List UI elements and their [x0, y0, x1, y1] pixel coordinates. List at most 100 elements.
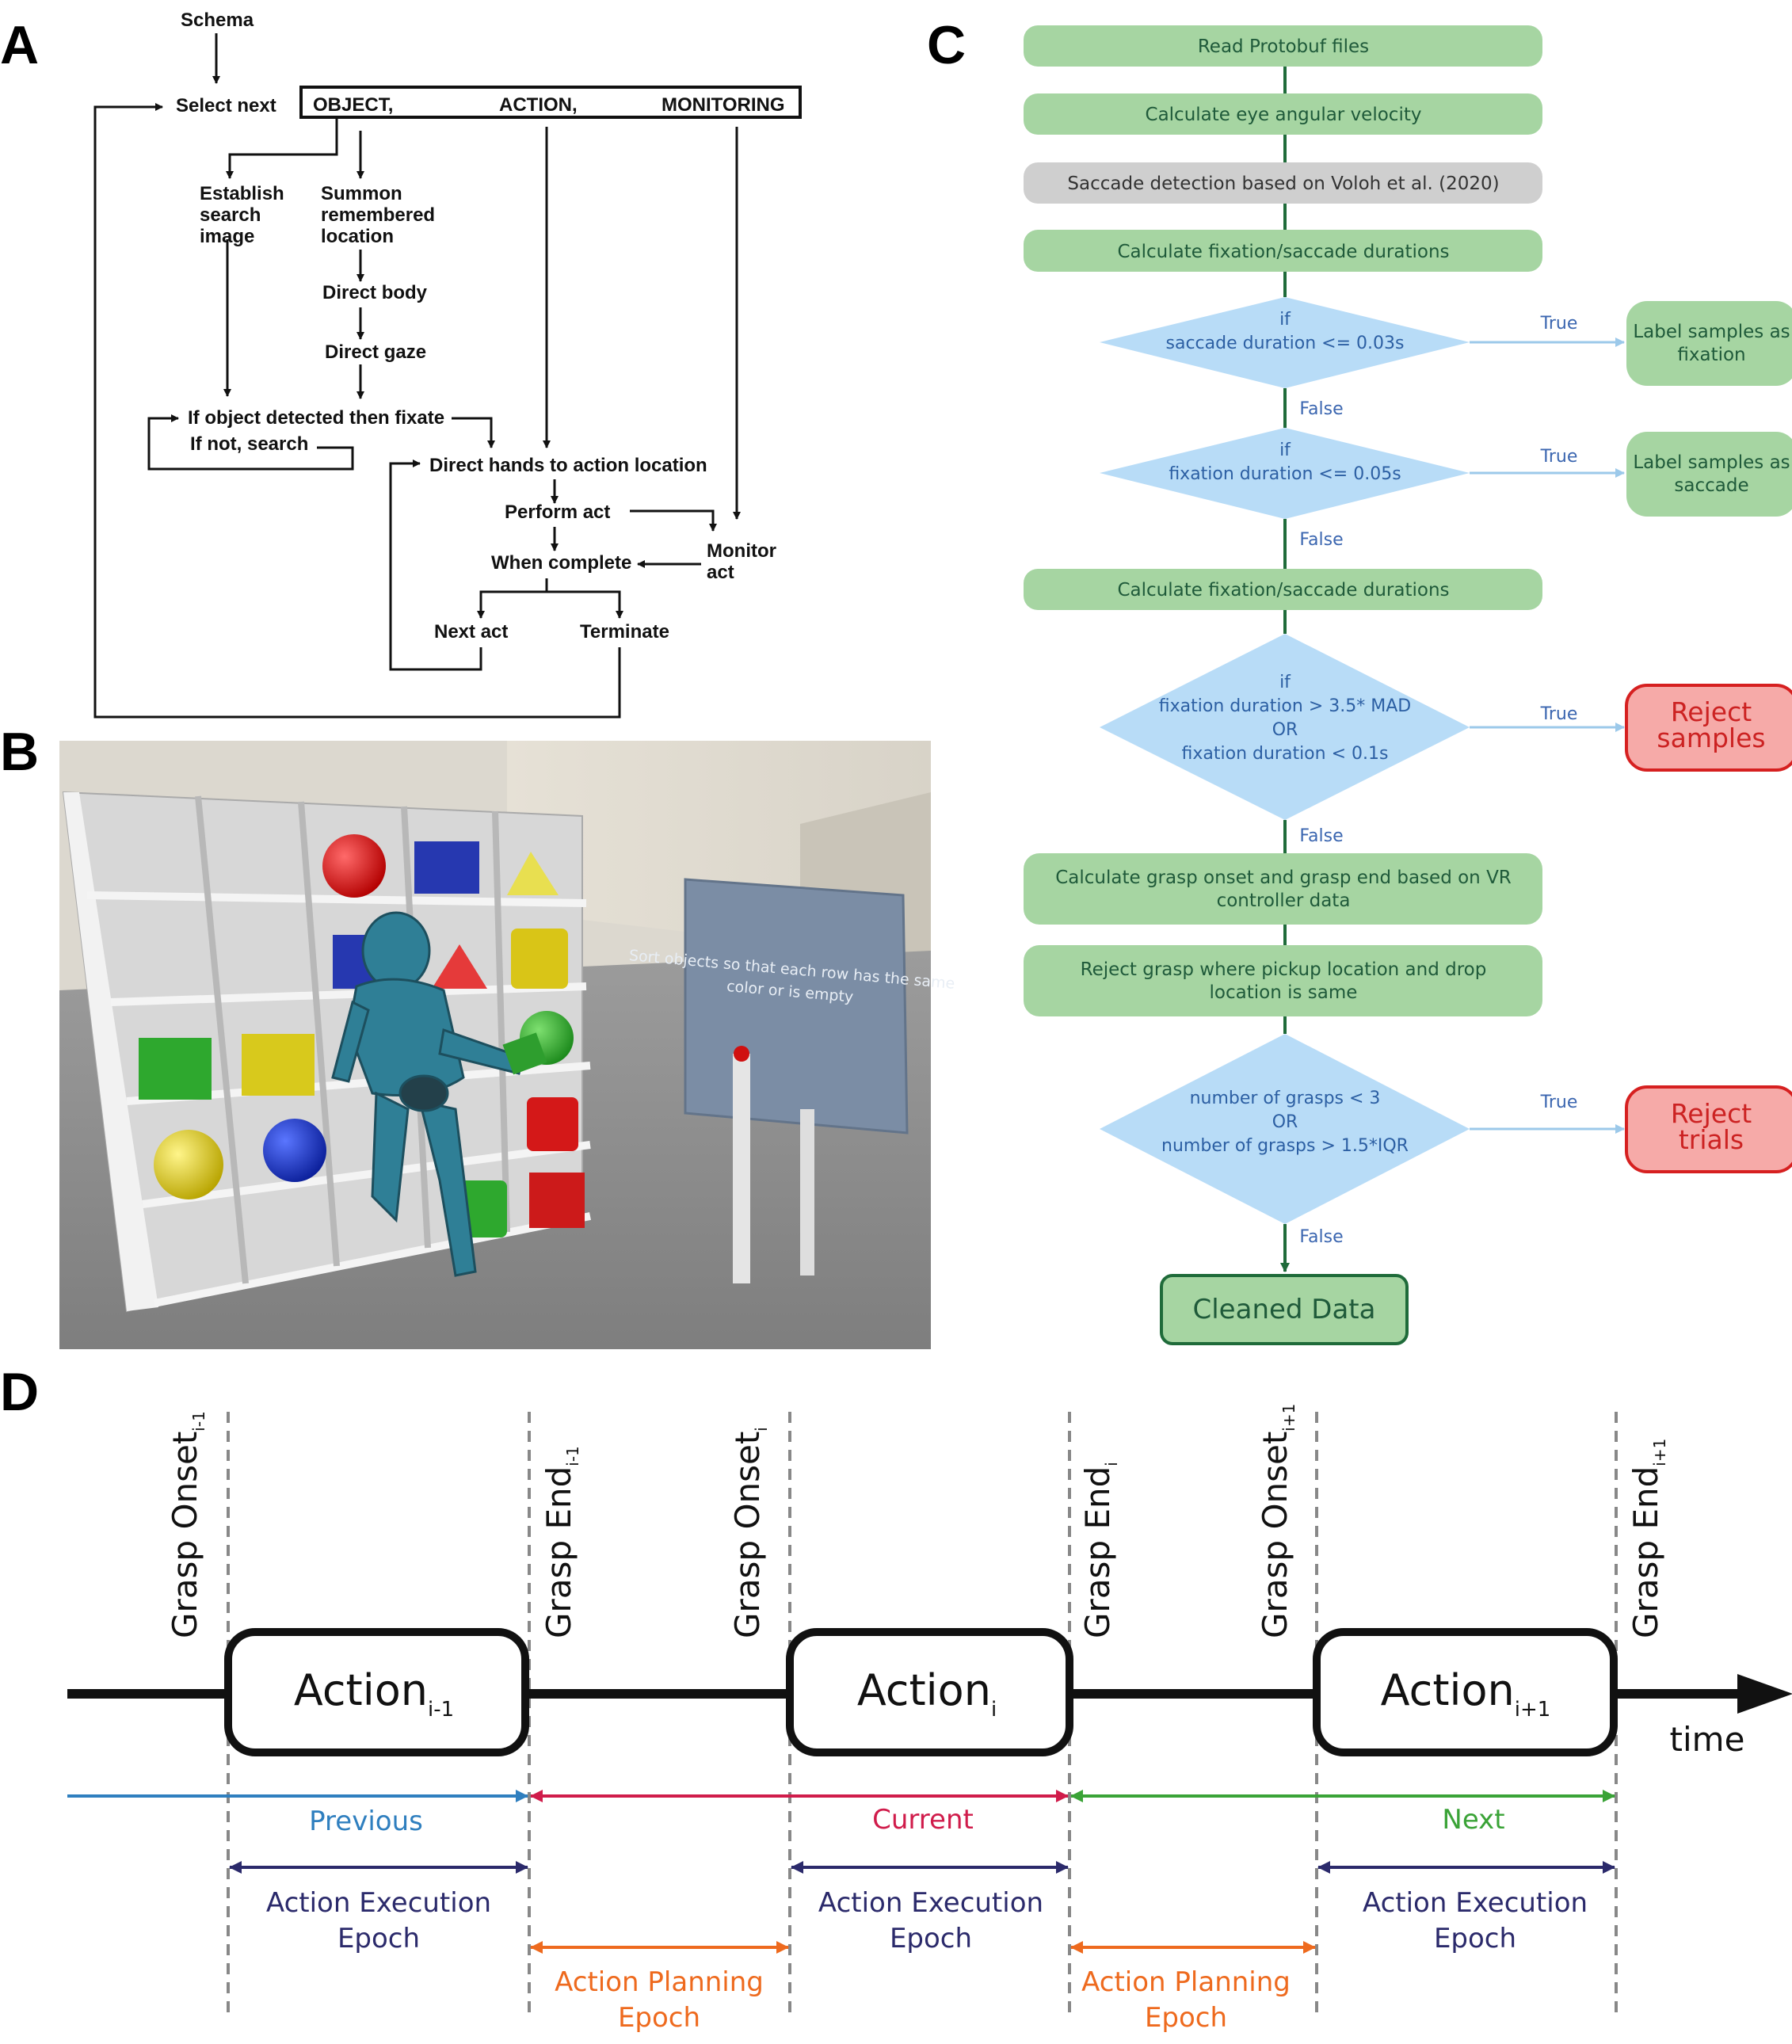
decision-4-line-2: OR	[1272, 1112, 1298, 1132]
object-to-establish-arrow	[226, 119, 338, 179]
action-label-prev: Actioni-1	[294, 1665, 454, 1722]
execution-next-line-1: Action Execution	[1363, 1887, 1588, 1919]
yellow-pyramid	[507, 852, 559, 895]
step-read-protobuf	[1024, 25, 1542, 67]
perform-to-monitor-arrow	[630, 509, 717, 532]
shelf-side	[63, 792, 158, 1311]
grasp-onset-next: Grasp Onseti+1	[1256, 1404, 1298, 1638]
decision-3-true: True	[1540, 704, 1578, 724]
decision-fixation-duration	[1100, 428, 1470, 519]
green-cube	[139, 1038, 212, 1100]
grasp-end-cur: Grasp Endi	[1078, 1462, 1121, 1638]
next-label: Next	[1442, 1804, 1504, 1836]
panel-label-c: C	[927, 15, 966, 75]
execution-next-line-2: Epoch	[1434, 1923, 1516, 1954]
summon-line-3: location	[321, 226, 394, 247]
step-read-protobuf-label: Read Protobuf files	[1198, 36, 1369, 57]
panel-label-b: B	[0, 722, 39, 782]
time-label: time	[1670, 1720, 1745, 1759]
decision-2-line-1: if	[1279, 440, 1291, 460]
pole-left	[733, 1054, 750, 1283]
held-object	[502, 1032, 547, 1075]
decision-2-line-2: fixation duration <= 0.05s	[1169, 464, 1401, 484]
blue-cube-top	[414, 841, 479, 894]
monitoring-label: MONITORING	[662, 94, 785, 116]
reject-trials-line-2: trials	[1679, 1124, 1744, 1155]
decision-fixation-outliers	[1100, 634, 1470, 820]
step-reject-grasp	[1024, 945, 1542, 1016]
select-next-label: Select next	[176, 95, 276, 116]
label-fixation-box	[1626, 301, 1792, 386]
panel-c-flowchart: Read Protobuf files Calculate eye angula…	[1024, 25, 1792, 1345]
step-grasp-onset	[1024, 853, 1542, 925]
establish-line-2: search	[200, 204, 261, 226]
establish-line-3: image	[200, 226, 254, 247]
grasp-end-next: Grasp Endi+1	[1626, 1439, 1669, 1638]
red-cube	[529, 1173, 585, 1228]
if-not-label: If not, search	[190, 433, 308, 455]
terminate-loop-arrow	[93, 103, 621, 719]
step-grasp-onset-line-2: controller data	[1217, 890, 1351, 911]
monitor-line-1: Monitor	[707, 540, 776, 562]
reject-samples-line-1: Reject	[1671, 696, 1752, 727]
label-saccade-text: Label samples as saccade	[1633, 452, 1790, 496]
search-loop-arrow	[147, 414, 354, 471]
step-durations-2	[1024, 569, 1542, 610]
button-red	[734, 1046, 749, 1062]
step-reject-grasp-line-2: location is same	[1210, 982, 1358, 1003]
step-durations-1-label: Calculate fixation/saccade durations	[1117, 242, 1449, 262]
decision-3-line-2: fixation duration > 3.5* MAD	[1159, 696, 1411, 716]
decision-saccade-duration	[1100, 297, 1470, 388]
panel-d-timeline: time Grasp Onseti-1 Grasp Endi-1 Grasp O…	[67, 1404, 1792, 2034]
reject-trials-box	[1625, 1085, 1792, 1173]
event-dashes	[227, 1412, 1618, 2012]
action-label: ACTION,	[499, 94, 578, 116]
decision-4-line-3: number of grasps > 1.5*IQR	[1161, 1136, 1409, 1156]
decision-1-false: False	[1299, 399, 1343, 419]
yellow-cube	[242, 1034, 315, 1096]
summon-line-2: remembered	[321, 204, 435, 226]
decision-4-false: False	[1299, 1227, 1343, 1247]
monitor-line-2: act	[707, 562, 734, 583]
reject-trials-line-1: Reject	[1671, 1098, 1752, 1129]
yellow-sphere	[154, 1130, 223, 1199]
action-label-next: Actioni+1	[1381, 1665, 1551, 1722]
decision-4-line-1: number of grasps < 3	[1190, 1089, 1381, 1108]
panel-label-a: A	[0, 15, 39, 75]
step-saccade-detection	[1024, 162, 1542, 204]
avatar	[331, 911, 524, 1277]
decision-1-line-1: if	[1279, 310, 1291, 330]
planning-2-line-2: Epoch	[1145, 2002, 1227, 2034]
label-fixation-text: Label samples as fixation	[1633, 321, 1790, 365]
planning-2-line-1: Action Planning	[1081, 1966, 1291, 1998]
reject-samples-box	[1625, 684, 1792, 772]
step-reject-grasp-line-1: Reject grasp where pickup location and d…	[1081, 959, 1487, 980]
step-angular-velocity-label: Calculate eye angular velocity	[1146, 105, 1422, 125]
execution-cur-line-1: Action Execution	[818, 1887, 1043, 1919]
decision-3-line-3: OR	[1272, 720, 1298, 740]
next-act-loop-arrow	[389, 460, 482, 671]
fixate-to-hands-arrow	[452, 417, 495, 448]
reject-samples-line-2: samples	[1657, 723, 1765, 753]
schema-label: Schema	[181, 10, 254, 31]
decision-grasp-count	[1100, 1034, 1470, 1224]
establish-line-1: Establish	[200, 183, 284, 204]
step-grasp-onset-line-1: Calculate grasp onset and grasp end base…	[1055, 868, 1512, 888]
decision-3-false: False	[1299, 826, 1343, 846]
instruction-sign	[684, 878, 909, 1134]
complete-to-terminate-arrow	[547, 590, 623, 619]
panel-a-schema-diagram	[93, 33, 802, 719]
cleaned-data-box	[1160, 1274, 1409, 1345]
label-fixation-fo: Label samples as fixation	[1633, 321, 1790, 365]
panel-b-vr-scene: Sort objects so that each row has the sa…	[59, 741, 955, 1349]
red-cylinder	[527, 1097, 578, 1151]
decision-3-line-4: fixation duration < 0.1s	[1182, 744, 1389, 764]
decision-1-true: True	[1540, 314, 1578, 334]
object-label: OBJECT,	[313, 94, 393, 116]
panel-c-connectors	[1280, 67, 1625, 1272]
decision-4-true: True	[1540, 1093, 1578, 1112]
label-saccade-box	[1626, 432, 1792, 517]
panel-a-labels: Schema Select next OBJECT, ACTION, MONIT…	[176, 10, 785, 643]
step-angular-velocity	[1024, 93, 1542, 135]
current-label: Current	[872, 1804, 974, 1836]
